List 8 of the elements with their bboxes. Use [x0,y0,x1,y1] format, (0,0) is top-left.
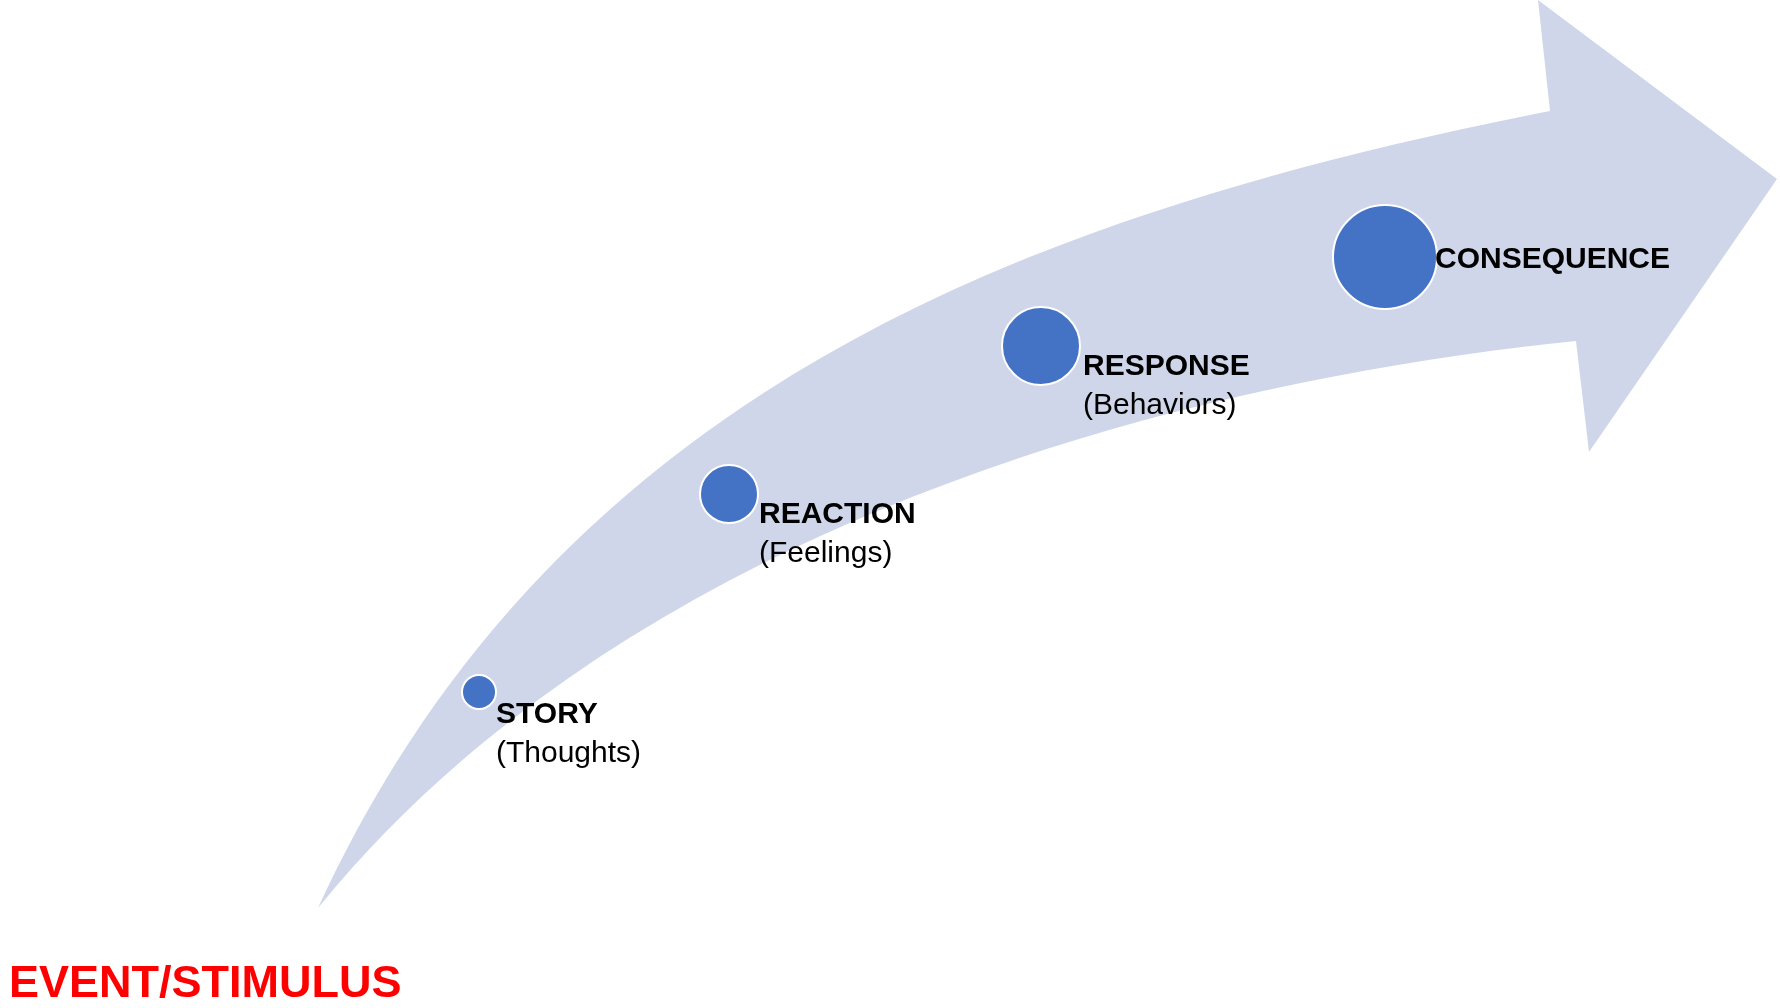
stage-title: REACTION [759,495,916,531]
event-label: EVENT/STIMULUS [9,956,402,1008]
stage-title: CONSEQUENCE [1435,240,1671,276]
stage-title: STORY [496,695,599,731]
stage-title: RESPONSE [1083,347,1250,383]
stage-subtitle: (Feelings) [759,534,894,570]
stage-subtitle: (Behaviors) [1083,386,1238,422]
stage-subtitle: (Thoughts) [496,734,642,770]
